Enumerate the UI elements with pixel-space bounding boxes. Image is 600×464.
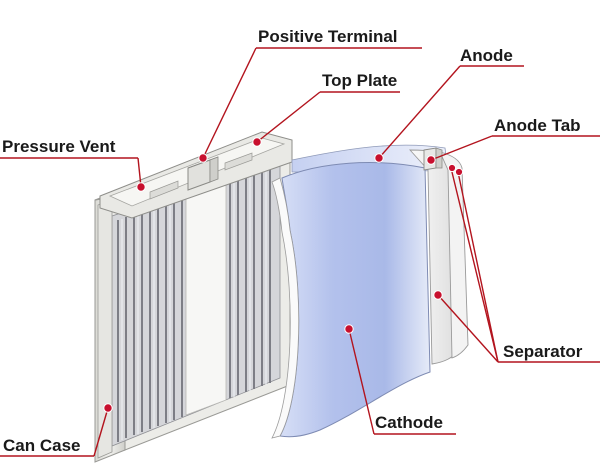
cathode-dot [345,325,353,333]
pressure-vent-dot [137,183,145,191]
separator-dot-1 [434,291,442,299]
cathode-label: Cathode [375,413,443,432]
positive-terminal-label: Positive Terminal [258,27,398,46]
top-plate-dot [253,138,261,146]
anode-label: Anode [460,46,513,65]
anode-dot [375,154,383,162]
pressure-vent-label: Pressure Vent [2,137,116,156]
anode-tab-dot [427,156,435,164]
separator-dot-3 [455,168,462,175]
separator-dot-2 [448,164,455,171]
top-plate-label: Top Plate [322,71,397,90]
cathode-sheet [272,163,430,438]
can-case-label: Can Case [3,436,80,455]
anode-tab-label: Anode Tab [494,116,581,135]
positive-terminal-dot [199,154,207,162]
can-case-dot [104,404,112,412]
separator-label: Separator [503,342,583,361]
